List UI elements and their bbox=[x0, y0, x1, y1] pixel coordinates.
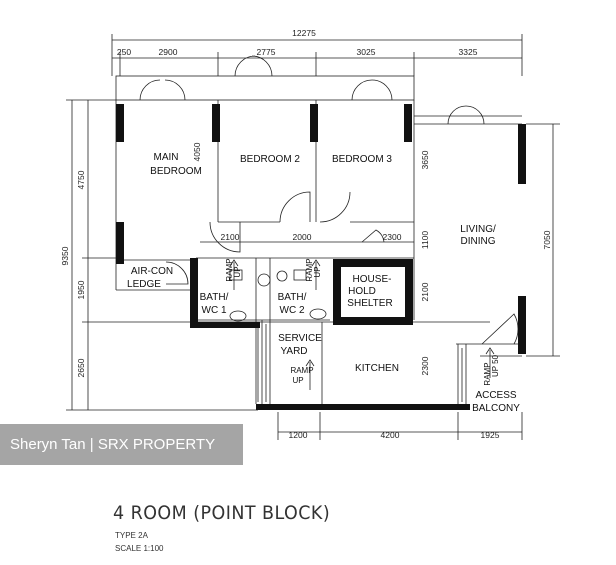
label-shelter-1: HOUSE- bbox=[353, 274, 392, 285]
ramp4-label-1: RAMP bbox=[483, 362, 492, 385]
dim-left-1: 4750 bbox=[76, 170, 86, 189]
label-living-1: LIVING/ bbox=[460, 224, 496, 235]
dim-bottom-3: 1925 bbox=[481, 430, 500, 440]
ramp3-label-2: UP bbox=[292, 376, 303, 385]
dim-corridor-height: 1100 bbox=[420, 231, 430, 250]
dim-left-3: 2650 bbox=[76, 358, 86, 377]
dim-corridor-mid: 2000 bbox=[293, 232, 312, 242]
label-main-bedroom-2: BEDROOM bbox=[150, 166, 202, 177]
plan-title: 4 ROOM (POINT BLOCK) bbox=[113, 502, 331, 524]
dim-shelter-height: 2100 bbox=[420, 282, 430, 301]
dim-left-outer: 9350 bbox=[60, 246, 70, 265]
label-aircon-2: LEDGE bbox=[127, 279, 161, 290]
dim-overall-width: 12275 bbox=[292, 28, 316, 38]
dim-corridor-left: 2100 bbox=[221, 232, 240, 242]
label-bedroom-2: BEDROOM 2 bbox=[240, 154, 300, 165]
ramp1-label-1: RAMP bbox=[225, 258, 234, 281]
dim-left-2: 1950 bbox=[76, 280, 86, 299]
label-bath2-2: WC 2 bbox=[280, 305, 305, 316]
structural-walls bbox=[116, 104, 526, 410]
dim-corridor-right: 2300 bbox=[383, 232, 402, 242]
label-service-yard-2: YARD bbox=[280, 346, 307, 357]
label-kitchen: KITCHEN bbox=[355, 363, 399, 374]
dim-top-4: 3025 bbox=[357, 47, 376, 57]
label-living-2: DINING bbox=[461, 236, 496, 247]
dim-bed-height: 4050 bbox=[192, 142, 202, 161]
ramp2-label-2: UP bbox=[313, 266, 322, 277]
ramp2-label-1: RAMP bbox=[305, 258, 314, 281]
dim-right-living: 7050 bbox=[542, 230, 552, 249]
label-bath2-1: BATH/ bbox=[278, 292, 307, 303]
dim-bottom-1: 1200 bbox=[289, 430, 308, 440]
dim-top-3: 2775 bbox=[257, 47, 276, 57]
label-service-yard-1: SERVICE bbox=[278, 333, 322, 344]
label-access-balcony-1: ACCESS bbox=[475, 390, 516, 401]
label-access-balcony-2: BALCONY bbox=[472, 403, 520, 414]
plan-scale: SCALE 1:100 bbox=[115, 544, 164, 553]
dim-top-5: 3325 bbox=[459, 47, 478, 57]
dim-top-1: 250 bbox=[117, 47, 131, 57]
label-bedroom-3: BEDROOM 3 bbox=[332, 154, 392, 165]
label-shelter-3: SHELTER bbox=[347, 298, 392, 309]
label-aircon-1: AIR-CON bbox=[131, 266, 173, 277]
dim-bed3-height: 3650 bbox=[420, 150, 430, 169]
plan-type: TYPE 2A bbox=[115, 531, 148, 540]
label-bath1-2: WC 1 bbox=[202, 305, 227, 316]
watermark-banner: Sheryn Tan | SRX PROPERTY bbox=[0, 424, 243, 465]
ramp1-label-2: UP bbox=[233, 266, 242, 277]
label-bath1-1: BATH/ bbox=[200, 292, 229, 303]
label-shelter-2: HOLD bbox=[348, 286, 376, 297]
ramp4-label-2: UP 50 bbox=[491, 354, 500, 377]
dim-top-2: 2900 bbox=[159, 47, 178, 57]
label-main-bedroom-1: MAIN bbox=[154, 152, 179, 163]
dim-kitchen-height: 2300 bbox=[420, 356, 430, 375]
dim-bottom-2: 4200 bbox=[381, 430, 400, 440]
ramp3-label-1: RAMP bbox=[290, 366, 313, 375]
